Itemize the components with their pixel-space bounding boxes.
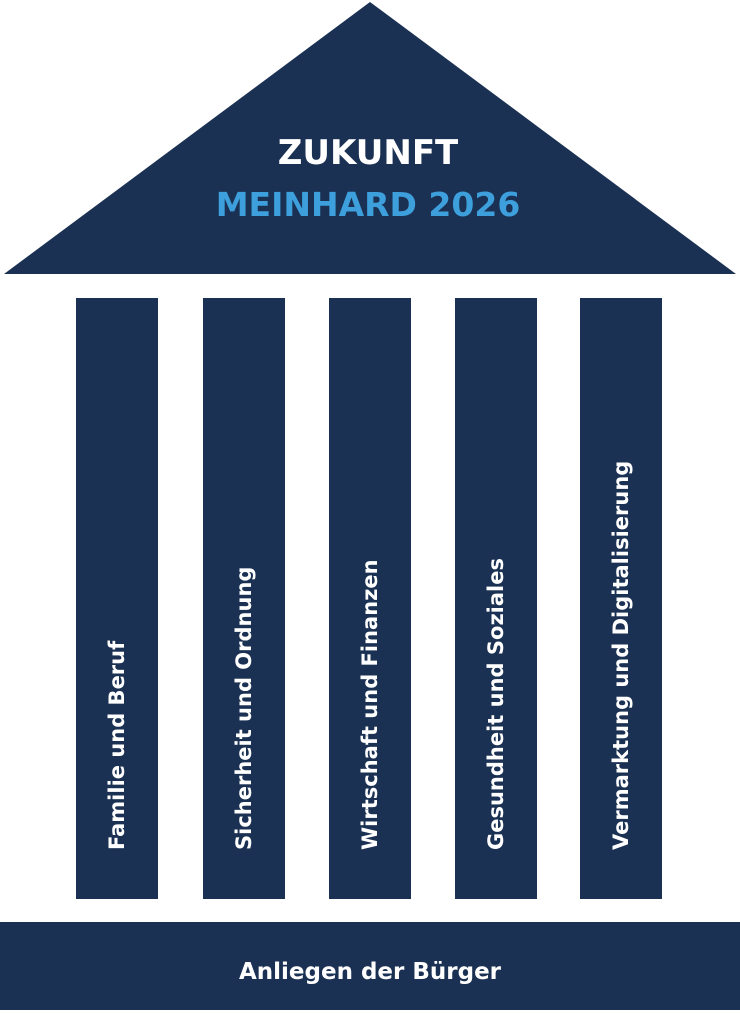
pillar-label: Sicherheit und Ordnung: [232, 567, 256, 850]
pillar-column: [580, 298, 662, 899]
pillar-gesundheit-und-soziales: Gesundheit und Soziales: [455, 298, 537, 899]
pillar-sicherheit-und-ordnung: Sicherheit und Ordnung: [203, 298, 285, 899]
roof-triangle: [4, 2, 736, 274]
roof-title-line1: ZUKUNFT: [278, 133, 459, 173]
pillar-wirtschaft-und-finanzen: Wirtschaft und Finanzen: [329, 298, 411, 899]
pillar-column: [455, 298, 537, 899]
pillar-label: Vermarktung und Digitalisierung: [609, 461, 633, 850]
pillar-column: [329, 298, 411, 899]
pillar-familie-und-beruf: Familie und Beruf: [76, 298, 158, 899]
pillar-column: [76, 298, 158, 899]
base-foundation: [0, 922, 740, 1010]
pillar-label: Familie und Beruf: [105, 640, 129, 850]
roof-title-line2: MEINHARD 2026: [216, 185, 521, 224]
pillar-column: [203, 298, 285, 899]
pillar-vermarktung-und-digitalisierung: Vermarktung und Digitalisierung: [580, 298, 662, 899]
pillar-label: Gesundheit und Soziales: [484, 558, 508, 850]
base-label: Anliegen der Bürger: [239, 959, 502, 985]
pillar-label: Wirtschaft und Finanzen: [358, 559, 382, 850]
